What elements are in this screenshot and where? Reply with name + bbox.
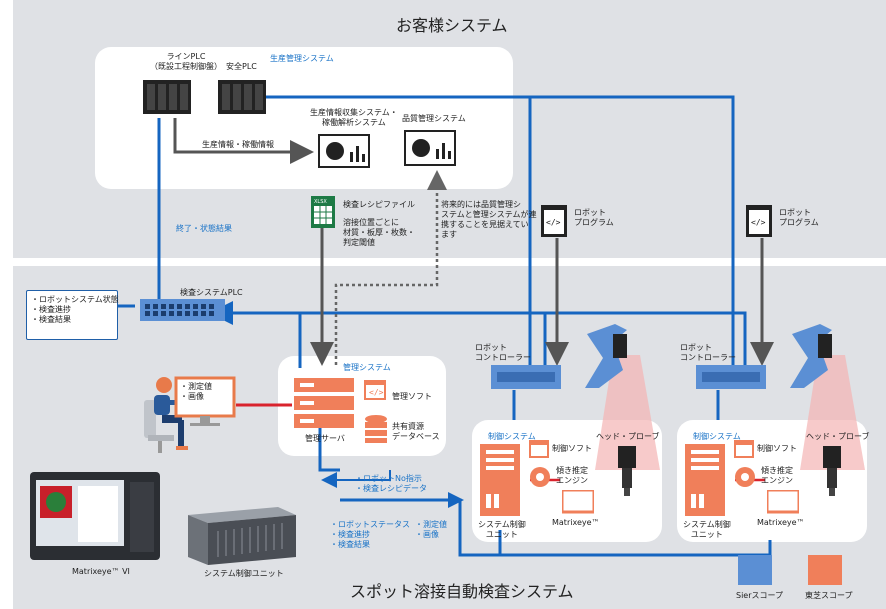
flow-to-unit-label: ・ロボットNo指示・検査レシピデータ: [355, 474, 427, 493]
quality-monitor-icon: [404, 130, 456, 166]
robot-controller-label-1: ロボットコントローラー: [475, 343, 531, 362]
engine-gear-icon-2: [735, 467, 755, 487]
xlsx-label: XLSX: [314, 199, 327, 205]
robot-program-label-1: ロボットプログラム: [574, 208, 614, 227]
code-window-icon: </>: [364, 380, 386, 400]
matrixeye-label-2: Matrixeye™: [757, 518, 805, 527]
robot-arm-icon-2: [790, 324, 832, 388]
svg-text:</>: </>: [369, 388, 384, 397]
prod-info-flow-label: 生産情報・稼働情報: [202, 140, 274, 149]
inspection-plc-icon: [140, 299, 225, 321]
flow-from-unit-right: ・測定値・画像: [415, 520, 447, 539]
prod-info-system-label: 生産情報収集システム・稼働解析システム: [310, 108, 398, 127]
system-control-unit-image: [188, 507, 296, 565]
head-probe-icon-2: [823, 446, 841, 496]
engine-label-2: 傾き推定エンジン: [761, 466, 793, 485]
matrixeye6-device-image: [30, 472, 160, 560]
control-unit-label-2: システム制御ユニット: [683, 520, 731, 539]
customer-system-title: お客様システム: [396, 16, 508, 35]
control-soft-label-1: 制御ソフト: [552, 444, 592, 453]
matrixeye-small-icon-1: [562, 490, 594, 514]
legend-toshiba-swatch: [808, 555, 842, 585]
control-unit-icon-2: [685, 444, 725, 516]
finish-status-label: 終了・状態結果: [176, 224, 232, 233]
line-plc-label: ラインPLC（既設工程制御盤）: [150, 52, 222, 71]
operator-icon: [144, 376, 236, 453]
legend-sier-label: Sierスコープ: [736, 591, 784, 600]
engine-label-1: 傾き推定エンジン: [556, 466, 588, 485]
control-soft-label-2: 制御ソフト: [757, 444, 797, 453]
recipe-title: 検査レシピファイル: [343, 200, 415, 209]
mgmt-system-label: 管理システム: [343, 363, 391, 372]
engine-gear-icon-1: [530, 467, 550, 487]
future-note: 将来的には品質管理システムと管理システムが連携することを見据えています: [441, 200, 537, 239]
robot-controller-label-2: ロボットコントローラー: [680, 343, 736, 362]
line-plc-icon: [143, 80, 191, 114]
head-probe-label-1: ヘッド・プローブ: [596, 432, 660, 441]
robot-arm-icon-1: [585, 324, 627, 388]
plc-info-box: ・ロボットシステム状態・検査進捗・検査結果: [26, 290, 119, 340]
head-probe-label-2: ヘッド・プローブ: [806, 432, 870, 441]
control-unit-icon-1: [480, 444, 520, 516]
spot-system-title: スポット溶接自動検査システム: [350, 582, 574, 601]
quality-mgmt-label: 品質管理システム: [402, 114, 466, 123]
database-icon: [365, 415, 387, 443]
production-mgmt-label: 生産管理システム: [270, 54, 334, 63]
mgmt-resources-label: 共有資源データベース: [392, 422, 440, 441]
safety-plc-icon: [218, 80, 266, 114]
inspection-plc-label: 検査システムPLC: [180, 288, 243, 297]
robot-program-icon-1: </>: [541, 205, 567, 237]
safety-plc-label: 安全PLC: [226, 62, 257, 71]
xlsx-file-icon: [311, 196, 335, 228]
robot-program-label-2: ロボットプログラム: [779, 208, 819, 227]
robot-program-icon-2: </>: [746, 205, 772, 237]
head-probe-icon-1: [618, 446, 636, 496]
matrixeye-label-1: Matrixeye™: [552, 518, 600, 527]
legend-sier-swatch: [738, 555, 772, 585]
legend-toshiba-label: 東芝スコープ: [805, 591, 853, 600]
robot-controller-icon-2: [696, 365, 766, 389]
control-soft-icon-2: [734, 440, 754, 458]
mgmt-server-icon: [294, 378, 354, 428]
control-unit-label-1: システム制御ユニット: [478, 520, 526, 539]
control-soft-icon-1: [529, 440, 549, 458]
matrixeye6-label: Matrixeye™ VI: [72, 567, 130, 576]
operator-screen-text: ・測定値・画像: [180, 382, 212, 401]
svg-text:</>: </>: [546, 218, 561, 227]
recipe-desc: 溶接位置ごとに材質・板厚・枚数・判定閾値: [343, 218, 415, 247]
mgmt-soft-label: 管理ソフト: [392, 392, 432, 401]
robot-controller-icon-1: [491, 365, 561, 389]
control-system-label-2: 制御システム: [693, 432, 741, 441]
svg-text:</>: </>: [751, 218, 766, 227]
mgmt-server-label: 管理サーバ: [305, 434, 345, 443]
flow-from-unit-left: ・ロボットステータス・検査進捗・検査結果: [330, 520, 410, 549]
network-lines: [145, 95, 772, 557]
control-system-label-1: 制御システム: [488, 432, 536, 441]
system-control-unit-label: システム制御ユニット: [204, 569, 284, 578]
matrixeye-small-icon-2: [767, 490, 799, 514]
prod-info-monitor-icon: [318, 134, 370, 168]
